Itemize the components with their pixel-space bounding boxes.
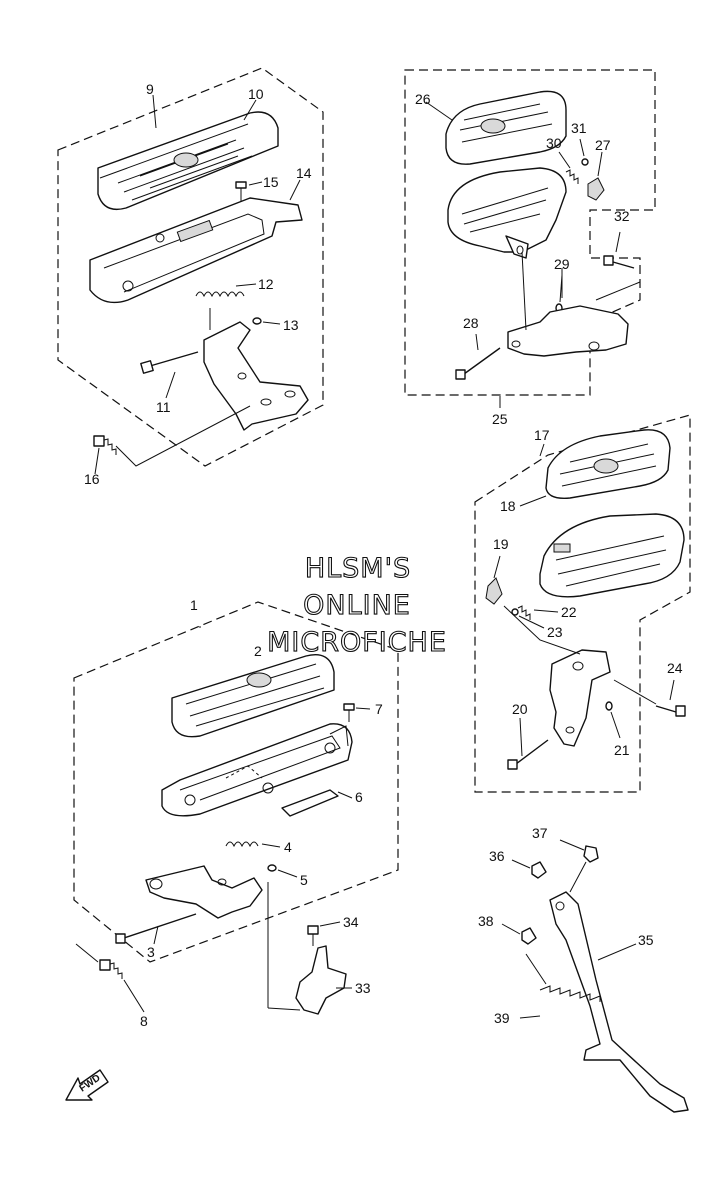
part-38-nut <box>501 923 537 945</box>
callout-39: 39 <box>494 1010 510 1026</box>
part-26-footrest-pad <box>445 90 567 165</box>
callout-34: 34 <box>343 914 359 930</box>
part-5-pin <box>267 864 298 878</box>
footboard-bracket-1 <box>145 865 263 919</box>
callout-20: 20 <box>512 701 528 717</box>
footboard-holder-17 <box>539 513 685 598</box>
assembly-17-footboard <box>474 414 691 793</box>
callout-10: 10 <box>248 86 264 102</box>
callout-37: 37 <box>532 825 548 841</box>
watermark: HLSM'S ONLINE MICROFICHE <box>267 552 447 658</box>
part-22-screw <box>517 605 559 620</box>
part-2-footboard-pad <box>171 654 335 738</box>
part-18-footboard-pad <box>545 429 671 499</box>
part-3-bolt <box>115 913 197 945</box>
assembly-25-footrest <box>404 69 656 408</box>
part-21-clip <box>605 701 621 739</box>
part-16-bolt <box>93 405 251 467</box>
footboard-bracket-17 <box>549 649 611 747</box>
watermark-line-3: MICROFICHE <box>267 627 447 658</box>
part-39-spring <box>519 953 601 1019</box>
part-6-bar <box>281 789 353 817</box>
callout-21: 21 <box>614 742 630 758</box>
part-35-sidestand <box>549 891 689 1113</box>
callout-12: 12 <box>258 276 274 292</box>
callout-26: 26 <box>415 91 431 107</box>
part-11-bolt <box>140 351 199 374</box>
callout-23: 23 <box>547 624 563 640</box>
callout-31: 31 <box>571 120 587 136</box>
assembly-1-footboard <box>73 601 399 1013</box>
part-28-bolt <box>455 333 501 380</box>
part-12-spring <box>195 283 257 298</box>
callout-32: 32 <box>614 208 630 224</box>
callout-22: 22 <box>561 604 577 620</box>
callout-6: 6 <box>355 789 363 805</box>
part-8-bolt <box>75 943 145 1013</box>
part-24-bolt <box>655 679 686 717</box>
part-14-footboard-frame <box>89 197 303 304</box>
callout-14: 14 <box>296 165 312 181</box>
callout-labels: 9 10 15 14 12 13 11 16 26 31 30 27 32 29… <box>84 81 683 1029</box>
part-19-plate <box>485 555 503 605</box>
part-32-bolt <box>603 231 635 269</box>
callout-35: 35 <box>638 932 654 948</box>
footrest-bracket <box>507 305 629 357</box>
callout-11: 11 <box>156 399 171 415</box>
callout-24: 24 <box>667 660 683 676</box>
callout-9: 9 <box>146 81 154 97</box>
callout-38: 38 <box>478 913 494 929</box>
callout-27: 27 <box>595 137 611 153</box>
callout-33: 33 <box>355 980 371 996</box>
callout-13: 13 <box>283 317 299 333</box>
part-30-screw <box>558 151 579 184</box>
footboard-frame-1 <box>161 723 353 817</box>
callout-16: 16 <box>84 471 100 487</box>
callout-15: 15 <box>263 174 279 190</box>
part-13-pin <box>252 317 281 325</box>
part-29-clip <box>555 274 563 313</box>
fwd-arrow-icon: FWD <box>65 1069 109 1101</box>
part-23-ball <box>511 608 545 629</box>
callout-18: 18 <box>500 498 516 514</box>
part-37-bolt <box>559 839 599 893</box>
callout-5: 5 <box>300 872 308 888</box>
callout-1: 1 <box>190 597 198 613</box>
part-31-ball <box>579 138 589 166</box>
callout-7: 7 <box>375 701 383 717</box>
footrest-holder <box>447 167 567 259</box>
callout-30: 30 <box>546 135 562 151</box>
callout-3: 3 <box>147 944 155 960</box>
callout-4: 4 <box>284 839 292 855</box>
part-7-screw <box>329 703 371 747</box>
watermark-line-1: HLSM'S <box>305 553 411 584</box>
callout-28: 28 <box>463 315 479 331</box>
part-10-footboard-pad <box>97 111 279 211</box>
part-20-bolt <box>507 717 549 770</box>
footboard-bracket <box>203 321 309 431</box>
callout-36: 36 <box>489 848 505 864</box>
callout-2: 2 <box>254 643 262 659</box>
part-4-spring <box>225 841 281 848</box>
part-27-plate <box>587 151 605 201</box>
part-34-screw <box>307 921 341 946</box>
callout-17: 17 <box>534 427 550 443</box>
callout-19: 19 <box>493 536 509 552</box>
part-36-nut <box>511 859 547 879</box>
callout-8: 8 <box>140 1013 148 1029</box>
callout-25: 25 <box>492 411 508 427</box>
part-33-lever <box>267 945 352 1015</box>
callout-29: 29 <box>554 256 570 272</box>
part-15-screw <box>235 181 263 202</box>
assembly-9-footboard <box>57 67 324 475</box>
watermark-line-2: ONLINE <box>303 590 411 621</box>
